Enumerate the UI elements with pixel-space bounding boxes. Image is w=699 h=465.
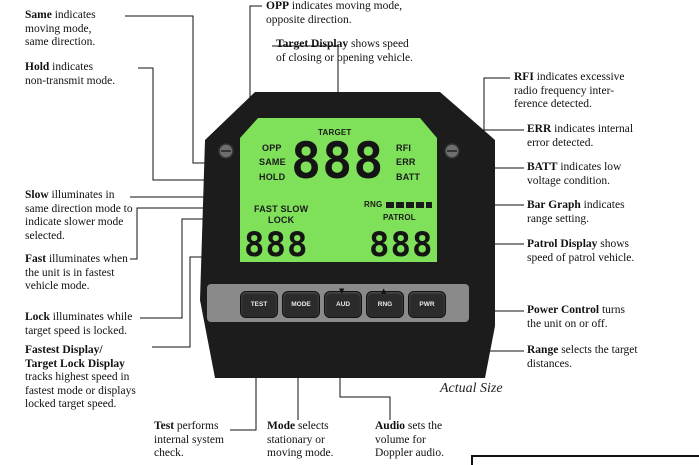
lcd-hold: HOLD [259,172,286,182]
lcd-lock: LOCK [268,215,295,225]
power-button[interactable]: PWR [408,291,446,318]
audio-button[interactable]: AUD [324,291,362,318]
patrol-digits: 888 [369,225,434,265]
lcd-rng: RNG [364,200,383,209]
corner-box [471,455,699,465]
callout-range: Range selects the target distances. [527,344,638,370]
lcd-same: SAME [259,157,286,167]
callout-slow: Slow illuminates in same direction mode … [25,189,133,242]
callout-batt: BATT indicates low voltage condition. [527,161,622,187]
callout-target-display: Target Display shows speed of closing or… [276,38,414,64]
audio-down-arrow-icon: ▼ [339,287,345,295]
callout-hold: Hold indicates non-transmit mode. [25,61,116,87]
callout-opp: OPP indicates moving mode, opposite dire… [266,0,403,26]
lcd-err: ERR [396,157,416,167]
test-button[interactable]: TEST [240,291,278,318]
mode-button[interactable]: MODE [282,291,320,318]
lcd-batt: BATT [396,172,421,182]
callout-err: ERR indicates internal error detected. [527,123,634,149]
target-digits: 888 [291,132,385,190]
callout-same: Same indicates moving mode,same directio… [25,9,96,48]
callout-rfi: RFI indicates excessive radio frequency … [514,71,625,110]
callout-power-control: Power Control turns the unit on or off. [527,304,625,330]
lcd-target-label: TARGET [318,128,352,137]
callout-fastest-display: Fastest Display/Target Lock Display trac… [25,344,136,410]
range-bar-graph [386,202,432,208]
callout-lock: Lock illuminates while target speed is l… [25,311,133,337]
range-up-arrow-icon: ▲ [381,287,387,295]
fastest-lock-digits: 888 [244,225,309,265]
callout-patrol-display: Patrol Display shows speed of patrol veh… [527,238,635,264]
range-button[interactable]: RNG [366,291,404,318]
lcd-fast-slow: FAST SLOW [254,204,309,214]
lcd-opp: OPP [262,143,282,153]
actual-size-caption: Actual Size [440,381,503,396]
lcd-patrol-label: PATROL [383,213,416,222]
lcd-rfi: RFI [396,143,412,153]
callout-fast: Fast illuminates when the unit is in fas… [25,253,128,292]
callout-bar-graph: Bar Graph indicates range setting. [527,199,625,225]
